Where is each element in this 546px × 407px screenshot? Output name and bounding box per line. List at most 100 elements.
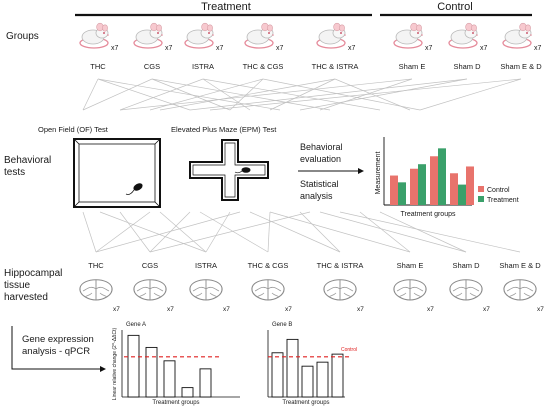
bar-treatment <box>398 182 406 205</box>
control-reference-label: Control <box>341 347 357 353</box>
bar-control <box>450 173 458 205</box>
bars-group <box>124 334 222 398</box>
mouse-icon <box>502 22 533 49</box>
open-field-label: Open Field (OF) Test <box>38 125 109 134</box>
bars-group <box>268 338 351 398</box>
tissue-group-label: Sham D <box>452 261 480 270</box>
gene-b-x-label: Treatment groups <box>282 400 329 406</box>
gene-bar <box>286 338 299 398</box>
mouse-icon <box>133 183 143 191</box>
legend-treatment-label: Treatment <box>487 197 519 204</box>
qpcr-arrow <box>11 326 100 370</box>
behavioral-evaluation-line1: Behavioral <box>300 142 343 152</box>
tissue-group-label: THC <box>88 261 104 270</box>
elevated-plus-maze <box>189 139 269 201</box>
bar-treatment <box>418 164 426 205</box>
legend-swatch-control <box>478 186 484 192</box>
bar-control <box>430 156 438 205</box>
mouse-icon <box>448 22 479 49</box>
group-count: x7 <box>534 45 542 52</box>
tissue-group-label: Sham E & D <box>499 261 541 270</box>
mouse-icon <box>79 22 110 49</box>
gene-bar <box>271 352 284 398</box>
gene-bar <box>301 365 314 398</box>
bar-control <box>390 175 398 205</box>
tissue-count: x7 <box>223 306 230 313</box>
brain-icon <box>189 279 223 301</box>
legend-control-label: Control <box>487 187 510 194</box>
tissue-count: x7 <box>285 306 292 313</box>
qpcr-label-line2: analysis - qPCR <box>22 346 90 357</box>
group-count: x7 <box>348 45 356 52</box>
tissue-group-label: THC & ISTRA <box>317 261 364 270</box>
gene-bar <box>127 334 140 398</box>
gene-b-chart: Gene B Treatment groups Control <box>267 322 357 406</box>
mouse-icon <box>316 22 347 49</box>
control-heading: Control <box>437 1 472 13</box>
group-count: x7 <box>216 45 224 52</box>
tissue-count: x7 <box>357 306 364 313</box>
tissue-count: x7 <box>167 306 174 313</box>
bar-control <box>410 168 418 205</box>
bar-treatment <box>438 148 446 205</box>
groups-section-label: Groups <box>6 31 39 42</box>
behavioral-evaluation-line2: evaluation <box>300 154 341 164</box>
tissue-section-label-line1: Hippocampal <box>4 268 62 279</box>
tissue-section-label-line2: tissue <box>4 280 31 291</box>
group-label: Sham E <box>399 62 426 71</box>
group-count: x7 <box>165 45 173 52</box>
group-count: x7 <box>480 45 488 52</box>
test-to-tissue-lines <box>82 211 521 253</box>
bar-control <box>466 166 474 205</box>
mouse-icon <box>184 22 215 49</box>
tissue-group-label: ISTRA <box>195 261 217 270</box>
qpcr-label-line1: Gene expression <box>22 334 94 345</box>
arrow-head-icon <box>358 168 364 174</box>
epm-label: Elevated Plus Maze (EPM) Test <box>171 125 277 134</box>
treatment-heading: Treatment <box>201 1 251 13</box>
brain-icon <box>251 279 285 301</box>
gene-bar <box>316 361 329 398</box>
gene-bar <box>199 368 212 398</box>
group-label: Sham E & D <box>500 62 542 71</box>
mouse-icon <box>133 22 164 49</box>
behavioral-section-label-line1: Behavioral <box>4 155 51 166</box>
group-label: THC & CGS <box>243 62 284 71</box>
mice-group-row: x7 x7 x7 x7 x7 x7 x7 x7 <box>79 22 542 52</box>
gene-a-y-label: Linear relative change (2^-ΔΔCt) <box>112 327 118 400</box>
mouse-icon <box>244 22 275 49</box>
group-count: x7 <box>111 45 119 52</box>
brain-icon <box>503 279 537 301</box>
bars-group <box>390 148 474 205</box>
statistical-analysis-line2: analysis <box>300 191 333 201</box>
group-count: x7 <box>276 45 284 52</box>
group-label: Sham D <box>453 62 481 71</box>
brain-icon <box>79 279 113 301</box>
gene-bar <box>331 353 344 398</box>
arrow-head-icon <box>100 366 106 372</box>
mouse-icon <box>393 22 424 49</box>
legend-swatch-treatment <box>478 196 484 202</box>
group-label: CGS <box>144 62 160 71</box>
tissue-count: x7 <box>113 306 120 313</box>
tissue-group-label: Sham E <box>397 261 424 270</box>
behavior-bar-chart: Measurement Treatment groups Control Tre… <box>375 137 519 218</box>
group-label: THC <box>90 62 106 71</box>
group-count: x7 <box>425 45 433 52</box>
y-axis-label: Measurement <box>375 152 382 195</box>
tissue-section-label-line3: harvested <box>4 292 48 303</box>
x-axis-label: Treatment groups <box>401 211 456 218</box>
group-label: ISTRA <box>192 62 214 71</box>
statistical-analysis-line1: Statistical <box>300 179 339 189</box>
tissue-count: x7 <box>427 306 434 313</box>
brain-icon <box>323 279 357 301</box>
tissue-count: x7 <box>483 306 490 313</box>
open-field-arena <box>73 138 161 208</box>
behavioral-section-label-line2: tests <box>4 167 25 178</box>
brain-icon <box>449 279 483 301</box>
gene-bar <box>181 387 194 398</box>
brain-icon <box>393 279 427 301</box>
